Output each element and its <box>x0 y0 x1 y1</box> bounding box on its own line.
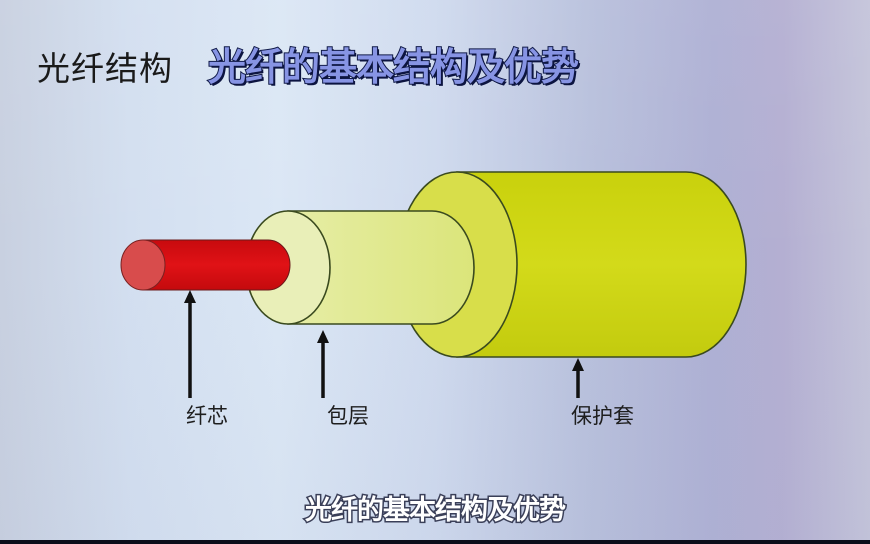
section-title: 光纤结构 <box>37 49 173 88</box>
bottom-letterbox-bar <box>0 540 870 544</box>
video-subtitle: 光纤的基本结构及优势 <box>304 495 568 526</box>
cladding-label: 包层 <box>327 404 369 428</box>
core-arrow <box>184 290 196 398</box>
main-title: 光纤的基本结构及优势 <box>207 45 580 89</box>
jacket-label: 保护套 <box>571 404 634 428</box>
core-label: 纤芯 <box>186 404 228 428</box>
core-layer <box>120 239 291 291</box>
cladding-arrow <box>317 330 329 398</box>
jacket-arrow <box>572 358 584 398</box>
